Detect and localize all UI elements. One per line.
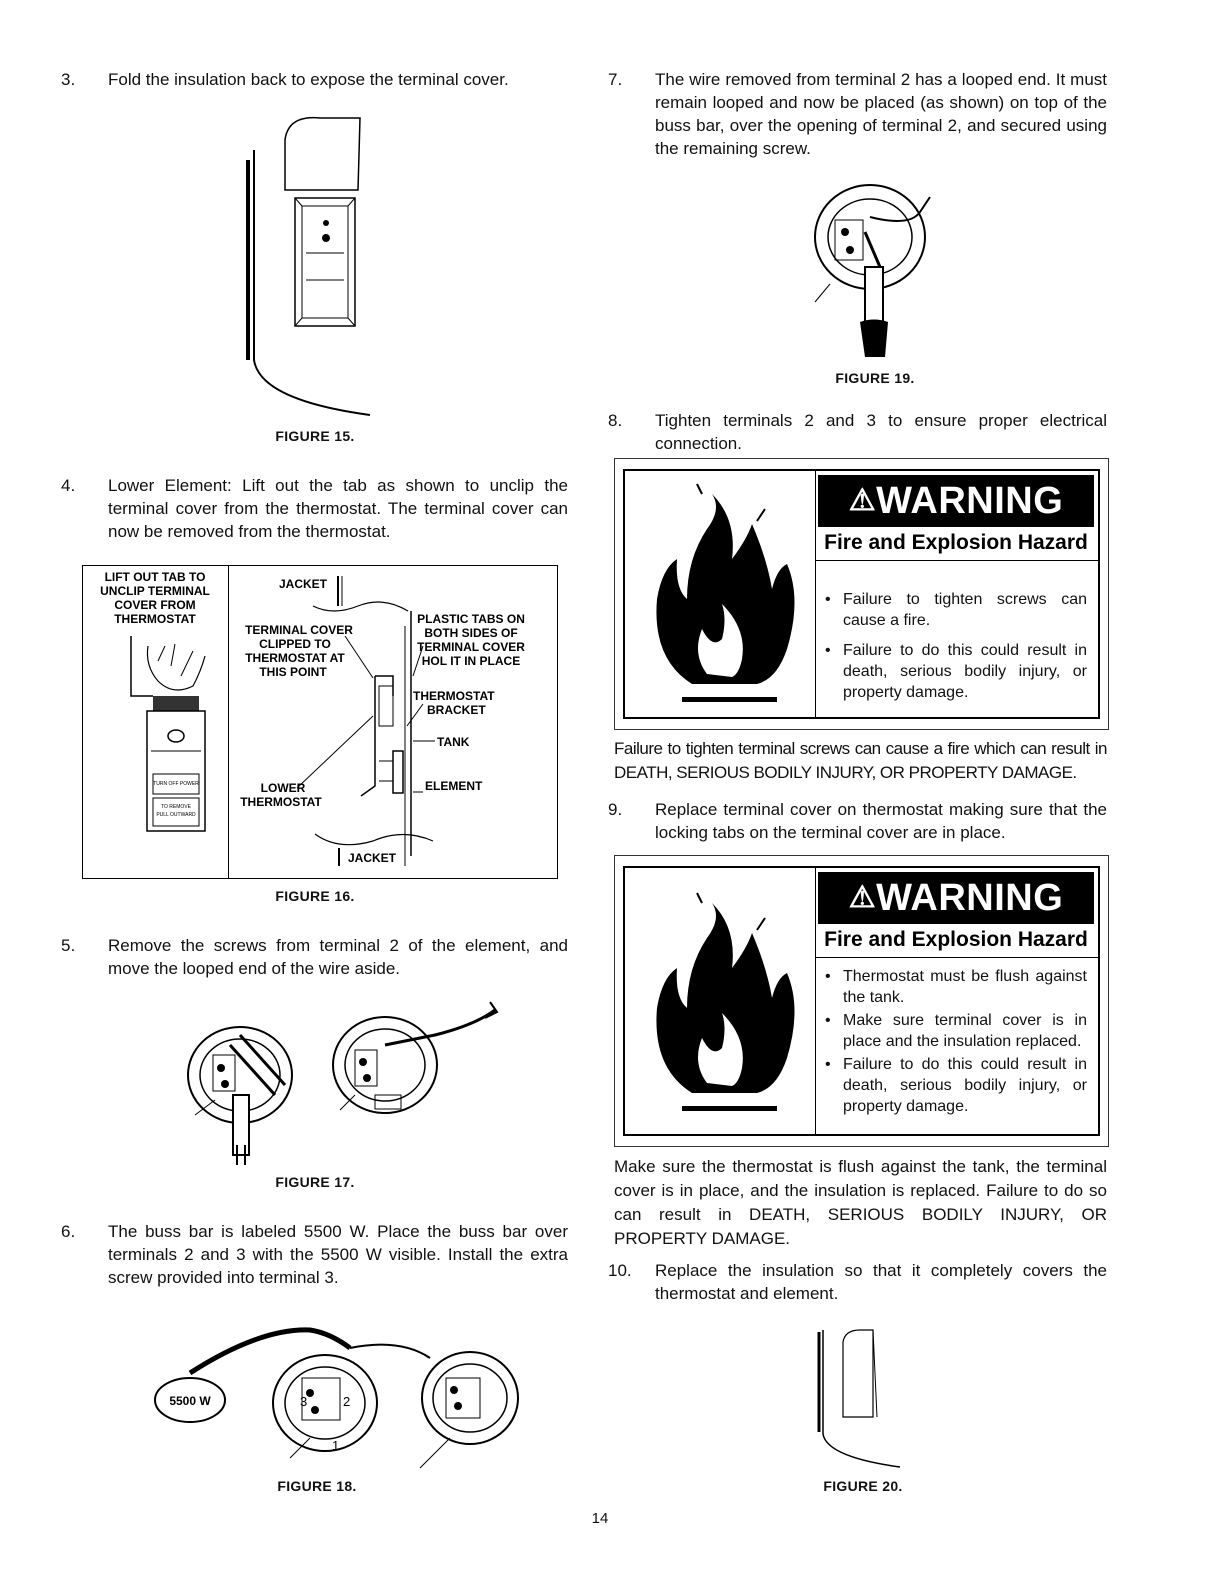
step-7: 7. The wire removed from terminal 2 has … <box>608 68 1107 160</box>
warning-triangle-icon: ⚠ <box>848 881 877 914</box>
label-lift-4: THERMOSTAT <box>114 612 196 626</box>
step-number: 7. <box>608 70 623 89</box>
warning-header-text: WARNING <box>876 480 1064 522</box>
label-lt-1: LOWER <box>261 781 306 795</box>
label-jacket-top: JACKET <box>279 577 328 591</box>
warning-box-1: ⚠WARNING Fire and Explosion Hazard Failu… <box>614 458 1109 730</box>
warning-note-1: Failure to tighten terminal screws can c… <box>614 739 1108 782</box>
svg-text:TURN OFF POWER: TURN OFF POWER <box>153 781 199 787</box>
warning-box-2: ⚠WARNING Fire and Explosion Hazard Therm… <box>614 855 1109 1147</box>
figure-15-illustration <box>246 116 370 416</box>
warning-triangle-icon: ⚠ <box>848 484 877 517</box>
label-pt-2: BOTH SIDES OF <box>424 626 517 640</box>
warning-divider <box>815 868 816 1134</box>
warning-subheader: Fire and Explosion Hazard <box>824 531 1088 554</box>
label-tc-1: TERMINAL COVER <box>245 623 353 637</box>
step-3: 3. Fold the insulation back to expose th… <box>61 68 568 91</box>
warning-item: Make sure terminal cover is in place and… <box>823 1010 1087 1052</box>
warning-item: Failure to do this could result in death… <box>823 640 1087 703</box>
label-lt-2: THERMOSTAT <box>240 795 322 809</box>
step-number: 3. <box>61 70 76 89</box>
warning-subheader: Fire and Explosion Hazard <box>824 928 1088 951</box>
fig18-terminal-2: 2 <box>343 1394 350 1409</box>
warning-box-1-inner: ⚠WARNING Fire and Explosion Hazard Failu… <box>623 469 1100 719</box>
fire-icon <box>656 892 795 1111</box>
step-8: 8. Tighten terminals 2 and 3 to ensure p… <box>608 409 1107 455</box>
figure-18-illustration: 5500 W 3 2 1 <box>154 1327 519 1469</box>
figure-17-illustration <box>187 1001 499 1165</box>
label-lift-1: LIFT OUT TAB TO <box>105 570 206 584</box>
label-tc-2: CLIPPED TO <box>259 637 331 651</box>
step-number: 5. <box>61 936 76 955</box>
warning-note-2: Make sure the thermostat is flush agains… <box>614 1157 1107 1248</box>
figure-19-caption: FIGURE 19. <box>835 370 915 386</box>
figure-16-divider <box>228 566 229 878</box>
step-6: 6. The buss bar is labeled 5500 W. Place… <box>61 1220 568 1289</box>
label-lift-3: COVER FROM <box>114 598 195 612</box>
warning-item: Thermostat must be flush against the tan… <box>823 966 1087 1008</box>
warning-header: ⚠WARNING <box>818 872 1094 924</box>
fig18-terminal-1: 1 <box>332 1438 339 1453</box>
step-text: Replace the insulation so that it comple… <box>655 1261 1107 1303</box>
step-number: 8. <box>608 411 623 430</box>
step-number: 10. <box>608 1261 632 1280</box>
label-pt-3: TERMINAL COVER <box>417 640 525 654</box>
warning-list: Thermostat must be flush against the tan… <box>823 966 1087 1126</box>
step-number: 6. <box>61 1222 76 1241</box>
figure-20-caption: FIGURE 20. <box>823 1478 903 1494</box>
step-text: The buss bar is labeled 5500 W. Place th… <box>108 1222 568 1287</box>
step-number: 4. <box>61 476 76 495</box>
page-number: 14 <box>591 1510 609 1527</box>
svg-text:TO REMOVE: TO REMOVE <box>161 804 192 810</box>
warning-header: ⚠WARNING <box>818 475 1094 527</box>
figure-16-diagram: LIFT OUT TAB TO UNCLIP TERMINAL COVER FR… <box>100 570 525 866</box>
warning-header-text: WARNING <box>876 877 1064 919</box>
step-5: 5. Remove the screws from terminal 2 of … <box>61 934 568 980</box>
fig18-terminal-3: 3 <box>300 1394 307 1409</box>
warning-item: Failure to tighten screws can cause a fi… <box>823 589 1087 631</box>
figure-18-caption: FIGURE 18. <box>277 1478 357 1494</box>
label-pt-4: HOL IT IN PLACE <box>422 654 520 668</box>
warning-box-2-inner: ⚠WARNING Fire and Explosion Hazard Therm… <box>623 866 1100 1136</box>
step-4: 4. Lower Element: Lift out the tab as sh… <box>61 474 568 543</box>
figure-16-caption: FIGURE 16. <box>275 888 355 904</box>
figure-20-illustration <box>817 1329 901 1468</box>
warning-item: Failure to do this could result in death… <box>823 1054 1087 1117</box>
label-pt-1: PLASTIC TABS ON <box>417 612 525 626</box>
label-tc-4: THIS POINT <box>259 665 327 679</box>
step-10: 10. Replace the insulation so that it co… <box>608 1259 1107 1305</box>
step-text: The wire removed from terminal 2 has a l… <box>655 70 1107 158</box>
step-text: Fold the insulation back to expose the t… <box>108 70 509 89</box>
label-jacket-bottom: JACKET <box>348 851 397 865</box>
svg-text:PULL OUTWARD: PULL OUTWARD <box>156 812 196 818</box>
warning-list: Failure to tighten screws can cause a fi… <box>823 589 1087 712</box>
fire-icon <box>656 483 795 702</box>
figure-16: LIFT OUT TAB TO UNCLIP TERMINAL COVER FR… <box>82 565 558 879</box>
fig18-buss-label: 5500 W <box>169 1394 211 1408</box>
step-text: Lower Element: Lift out the tab as shown… <box>108 476 568 541</box>
figure-15-caption: FIGURE 15. <box>275 428 355 444</box>
figure-17-caption: FIGURE 17. <box>275 1174 355 1190</box>
step-number: 9. <box>608 800 623 819</box>
label-tb-2: BRACKET <box>427 703 486 717</box>
label-tank: TANK <box>437 735 470 749</box>
label-tc-3: THERMOSTAT AT <box>245 651 345 665</box>
label-element: ELEMENT <box>425 779 483 793</box>
step-text: Tighten terminals 2 and 3 to ensure prop… <box>655 411 1107 453</box>
label-tb-1: THERMOSTAT <box>413 689 495 703</box>
warning-divider <box>815 471 816 717</box>
step-text: Remove the screws from terminal 2 of the… <box>108 936 568 978</box>
step-text: Replace terminal cover on thermostat mak… <box>655 800 1107 842</box>
figure-19-illustration <box>814 184 931 357</box>
label-lift-2: UNCLIP TERMINAL <box>100 584 210 598</box>
step-9: 9. Replace terminal cover on thermostat … <box>608 798 1107 844</box>
